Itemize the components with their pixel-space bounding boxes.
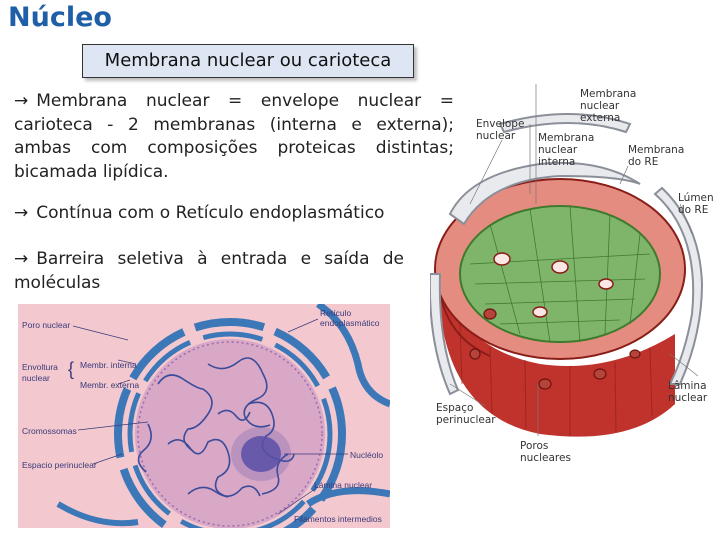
label-membrana-re: Membrana do RE <box>628 144 685 168</box>
label-membr-interna: Membr. interna <box>80 360 137 370</box>
nuclear-lamina <box>459 205 661 343</box>
bullet-2-text: Contínua com o Retículo endoplasmático <box>36 203 385 223</box>
label-envoltura: Envoltura nuclear <box>22 362 58 383</box>
label-cromossomas: Cromossomas <box>22 426 77 436</box>
lamina-layer <box>137 341 323 527</box>
bullet-1-text: Membrana nuclear = envelope nuclear = ca… <box>14 91 454 182</box>
nuclear-envelope-drawing <box>428 84 704 437</box>
outer-membrane <box>114 318 346 528</box>
subtitle: Membrana nuclear ou carioteca <box>104 50 392 71</box>
chromatin <box>137 357 295 498</box>
label-reticulo: Retículo endoplasmático <box>320 308 380 328</box>
arrow-icon: → <box>14 249 29 269</box>
subtitle-box: Membrana nuclear ou carioteca <box>82 44 414 78</box>
label-espaco-perinuclear: Espaço perinuclear <box>436 402 496 426</box>
bracket-icon: { <box>68 359 75 379</box>
label-filamentos: Filamentos intermedios <box>294 514 382 524</box>
label-membrana-externa: Membrana nuclear externa <box>580 88 637 124</box>
er-strand <box>306 487 390 507</box>
nucleus-micrograph-drawing <box>56 304 390 528</box>
label-nucleolo: Nucléolo <box>350 450 384 460</box>
er-strand <box>315 304 390 408</box>
label-lumen-re: Lúmen do RE <box>678 192 714 216</box>
wall-texture <box>459 323 653 436</box>
label-lamina-nuclear: Lâmina nuclear <box>668 380 708 404</box>
nucleolus <box>241 436 281 472</box>
inner-membrane <box>127 331 333 528</box>
nucleolus-halo <box>231 427 291 481</box>
lamina-mesh <box>469 205 651 343</box>
arrow-icon: → <box>14 203 29 223</box>
nuclear-pores-wall <box>469 308 641 390</box>
page-title: Núcleo <box>8 2 112 33</box>
label-espaco-perinuclear: Espacio perinuclear <box>22 460 97 470</box>
diagram-leader-lines <box>449 84 699 436</box>
label-envelope: Envelope nuclear <box>476 118 525 142</box>
er-strand <box>56 501 139 527</box>
nuclear-envelope-diagram: Membrana nuclear externa Envelope nuclea… <box>428 84 720 536</box>
label-membrana-interna: Membrana nuclear interna <box>538 132 595 168</box>
leader-lines <box>72 318 348 515</box>
arrow-icon: → <box>14 91 29 111</box>
bullet-1: →Membrana nuclear = envelope nuclear = c… <box>14 90 454 184</box>
nucleoplasm <box>135 339 325 528</box>
label-poros-nucleares: Poros nucleares <box>520 440 571 464</box>
er-sheets <box>428 113 704 396</box>
bullet-3-text: Barreira seletiva à entrada e saída de m… <box>14 249 404 293</box>
label-lamina-nuclear: Lámina nuclear <box>314 480 373 490</box>
bullet-2: → Contínua com o Retículo endoplasmático <box>14 202 434 226</box>
label-membr-externa: Membr. externa <box>80 380 140 390</box>
nuclear-pores-inner <box>493 252 614 318</box>
nucleus-micrograph: Poro nuclear Retículo endoplasmático Env… <box>18 304 390 528</box>
label-poro-nuclear: Poro nuclear <box>22 320 71 330</box>
bullet-3: →Barreira seletiva à entrada e saída de … <box>14 248 404 295</box>
